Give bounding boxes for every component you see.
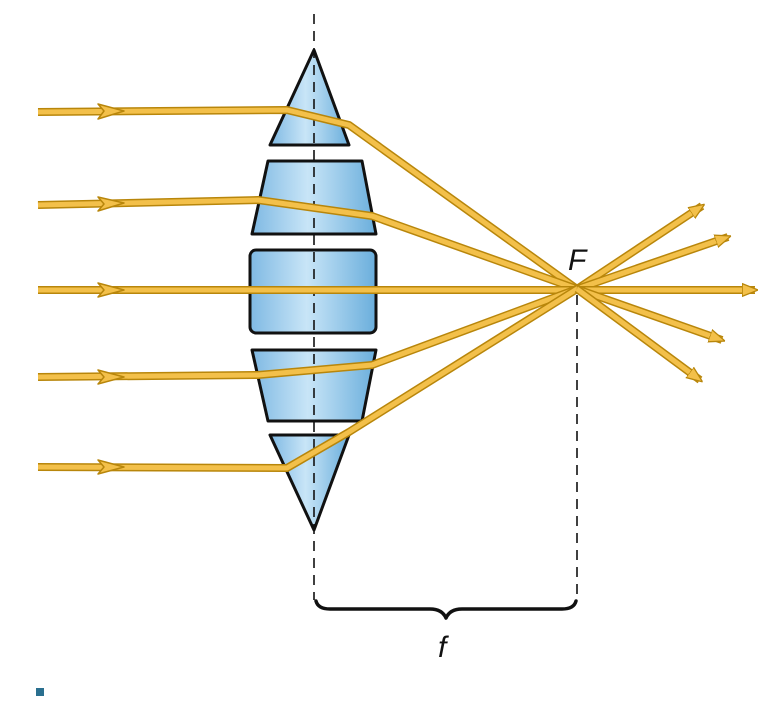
outgoing-ray-1 [574, 202, 702, 293]
focal-point-label: F [568, 244, 588, 277]
arrow-icon [97, 459, 125, 475]
outgoing-ray-4 [575, 285, 722, 344]
ray-2 [37, 196, 579, 293]
ray-1 [37, 106, 580, 293]
arrow-icon [97, 369, 125, 385]
outgoing-ray-2 [575, 233, 728, 293]
outgoing-rays [574, 202, 755, 384]
incoming-rays [37, 106, 580, 472]
lens-segment-top-prism [268, 48, 351, 147]
focal-length-label: f [438, 631, 449, 664]
outgoing-ray-5 [574, 285, 700, 384]
incoming-arrowheads [97, 103, 125, 475]
corner-mark [36, 688, 44, 696]
arrow-icon [97, 282, 125, 298]
lens-segment-bottom-prism [268, 433, 351, 532]
arrow-icon [97, 103, 125, 120]
arrow-icon [97, 196, 125, 212]
ray-4 [37, 285, 579, 381]
ray-5 [37, 285, 580, 472]
focal-length-brace [314, 599, 578, 620]
